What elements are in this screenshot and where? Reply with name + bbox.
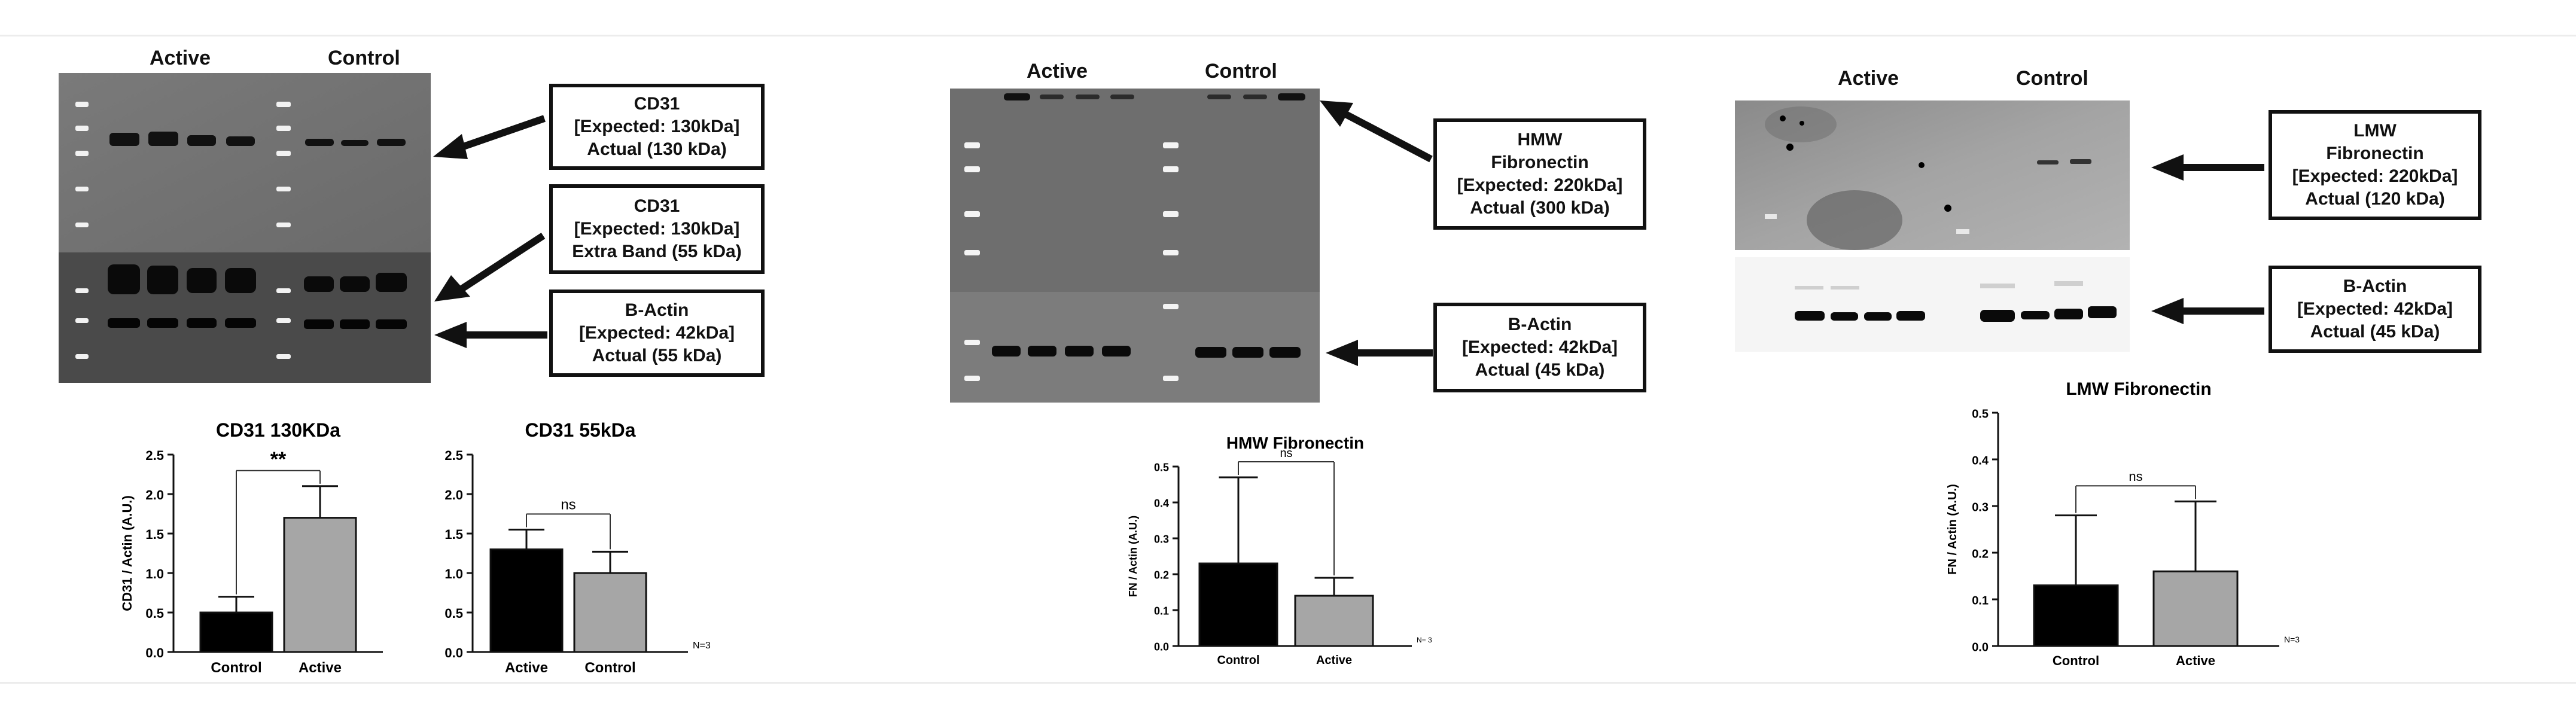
lane-header-control: Control (1205, 60, 1277, 83)
y-tick-label: 0.3 (1972, 501, 1989, 514)
y-axis-label: CD31 / Actin (A.U.) (120, 495, 135, 611)
significance-label: ns (1280, 447, 1292, 460)
top-divider (0, 35, 2576, 36)
y-tick-label: 2.5 (145, 448, 164, 463)
sample-size-note: N= 3 (1417, 636, 1432, 644)
bar (1198, 562, 1278, 647)
bar (2033, 584, 2119, 647)
chart-title: LMW Fibronectin (2066, 379, 2211, 399)
lane-header-control: Control (2016, 67, 2088, 90)
y-tick-label: 0.5 (145, 606, 164, 621)
chart-title: CD31 130KDa (216, 419, 340, 441)
arrow-icon (434, 322, 547, 348)
x-tick-label: Control (584, 660, 635, 676)
y-tick-label: 0.4 (1154, 498, 1169, 510)
y-tick-label: 2.5 (444, 448, 463, 463)
hmw-western-blot-image (950, 89, 1320, 403)
arrow-icon (434, 232, 546, 301)
y-tick-label: 0.2 (1154, 569, 1169, 581)
y-tick-label: 1.5 (145, 527, 164, 542)
lmw-actin-label: B-Actin [Expected: 42kDa] Actual (45 kDa… (2269, 266, 2481, 353)
cd31-55-label: CD31 [Expected: 130kDa] Extra Band (55 k… (549, 184, 765, 274)
significance-label: ns (561, 496, 576, 513)
y-axis-label: FN / Actin (A.U.) (1127, 516, 1139, 597)
lmw-western-blot-image (1735, 100, 2130, 352)
x-tick-label: Control (1217, 654, 1259, 667)
arrow-icon (2151, 298, 2264, 324)
y-tick-label: 2.0 (145, 487, 164, 502)
cd31-western-blot-image (59, 73, 431, 383)
hmw-fibronectin-label: HMW Fibronectin [Expected: 220kDa] Actua… (1433, 118, 1646, 230)
y-tick-label: 0.5 (1154, 462, 1169, 474)
hmw-actin-label: B-Actin [Expected: 42kDa] Actual (45 kDa… (1433, 303, 1646, 392)
sample-size-note: N=3 (2284, 635, 2300, 644)
bar (1294, 595, 1374, 647)
y-tick-label: 1.5 (444, 527, 463, 542)
bar (199, 611, 273, 653)
bottom-divider (0, 682, 2576, 684)
y-tick-label: 2.0 (444, 487, 463, 502)
sample-size-note: N=3 (693, 641, 711, 651)
lmw-fibronectin-bar-chart: LMW Fibronectin 0.0 0.1 0.2 0.3 0.4 0.5 FN / Ac… (1946, 379, 2300, 668)
cd31-130-label: CD31 [Expected: 130kDa] Actual (130 kDa) (549, 84, 765, 170)
bar (2152, 570, 2239, 647)
chart-title: CD31 55kDa (525, 419, 636, 441)
y-tick-label: 0.4 (1972, 454, 1989, 467)
arrow-icon (2151, 154, 2264, 181)
y-axis-label: FN / Actin (A.U.) (1946, 484, 1959, 574)
y-tick-label: 0.5 (1972, 407, 1989, 421)
significance-label: ** (270, 448, 287, 471)
lane-header-active: Active (150, 47, 211, 69)
y-tick-label: 0.1 (1972, 594, 1989, 607)
x-tick-label: Control (2053, 653, 2099, 668)
y-tick-label: 0.0 (1154, 641, 1169, 653)
x-tick-label: Active (505, 660, 548, 676)
lane-header-control: Control (328, 47, 400, 69)
arrow-icon (433, 115, 546, 159)
x-tick-label: Active (2176, 653, 2215, 668)
lmw-fibronectin-label: LMW Fibronectin [Expected: 220kDa] Actua… (2269, 110, 2481, 220)
lane-header-active: Active (1027, 60, 1088, 83)
y-tick-label: 0.5 (444, 606, 463, 621)
y-tick-label: 0.2 (1972, 547, 1989, 560)
x-tick-label: Active (299, 660, 342, 676)
significance-label: ns (2129, 469, 2142, 484)
arrow-icon (1326, 340, 1433, 366)
bar (283, 517, 357, 653)
chart-title: HMW Fibronectin (1226, 434, 1364, 452)
x-tick-label: Control (211, 660, 261, 676)
x-tick-label: Active (1316, 654, 1352, 667)
lane-header-active: Active (1838, 67, 1899, 90)
bar (489, 548, 564, 653)
hmw-fibronectin-bar-chart: HMW Fibronectin 0.0 0.1 0.2 0.3 0.4 0.5 FN / Ac… (1127, 434, 1432, 667)
y-tick-label: 0.0 (145, 645, 164, 660)
arrow-icon (1320, 100, 1433, 163)
y-tick-label: 1.0 (145, 566, 164, 581)
y-tick-label: 0.0 (1972, 641, 1989, 654)
cd31-actin-label: B-Actin [Expected: 42kDa] Actual (55 kDa… (549, 290, 765, 377)
y-tick-label: 1.0 (444, 566, 463, 581)
y-tick-label: 0.1 (1154, 605, 1169, 617)
y-tick-label: 0.3 (1154, 534, 1169, 546)
bar (573, 572, 647, 653)
y-tick-label: 0.0 (444, 645, 463, 660)
